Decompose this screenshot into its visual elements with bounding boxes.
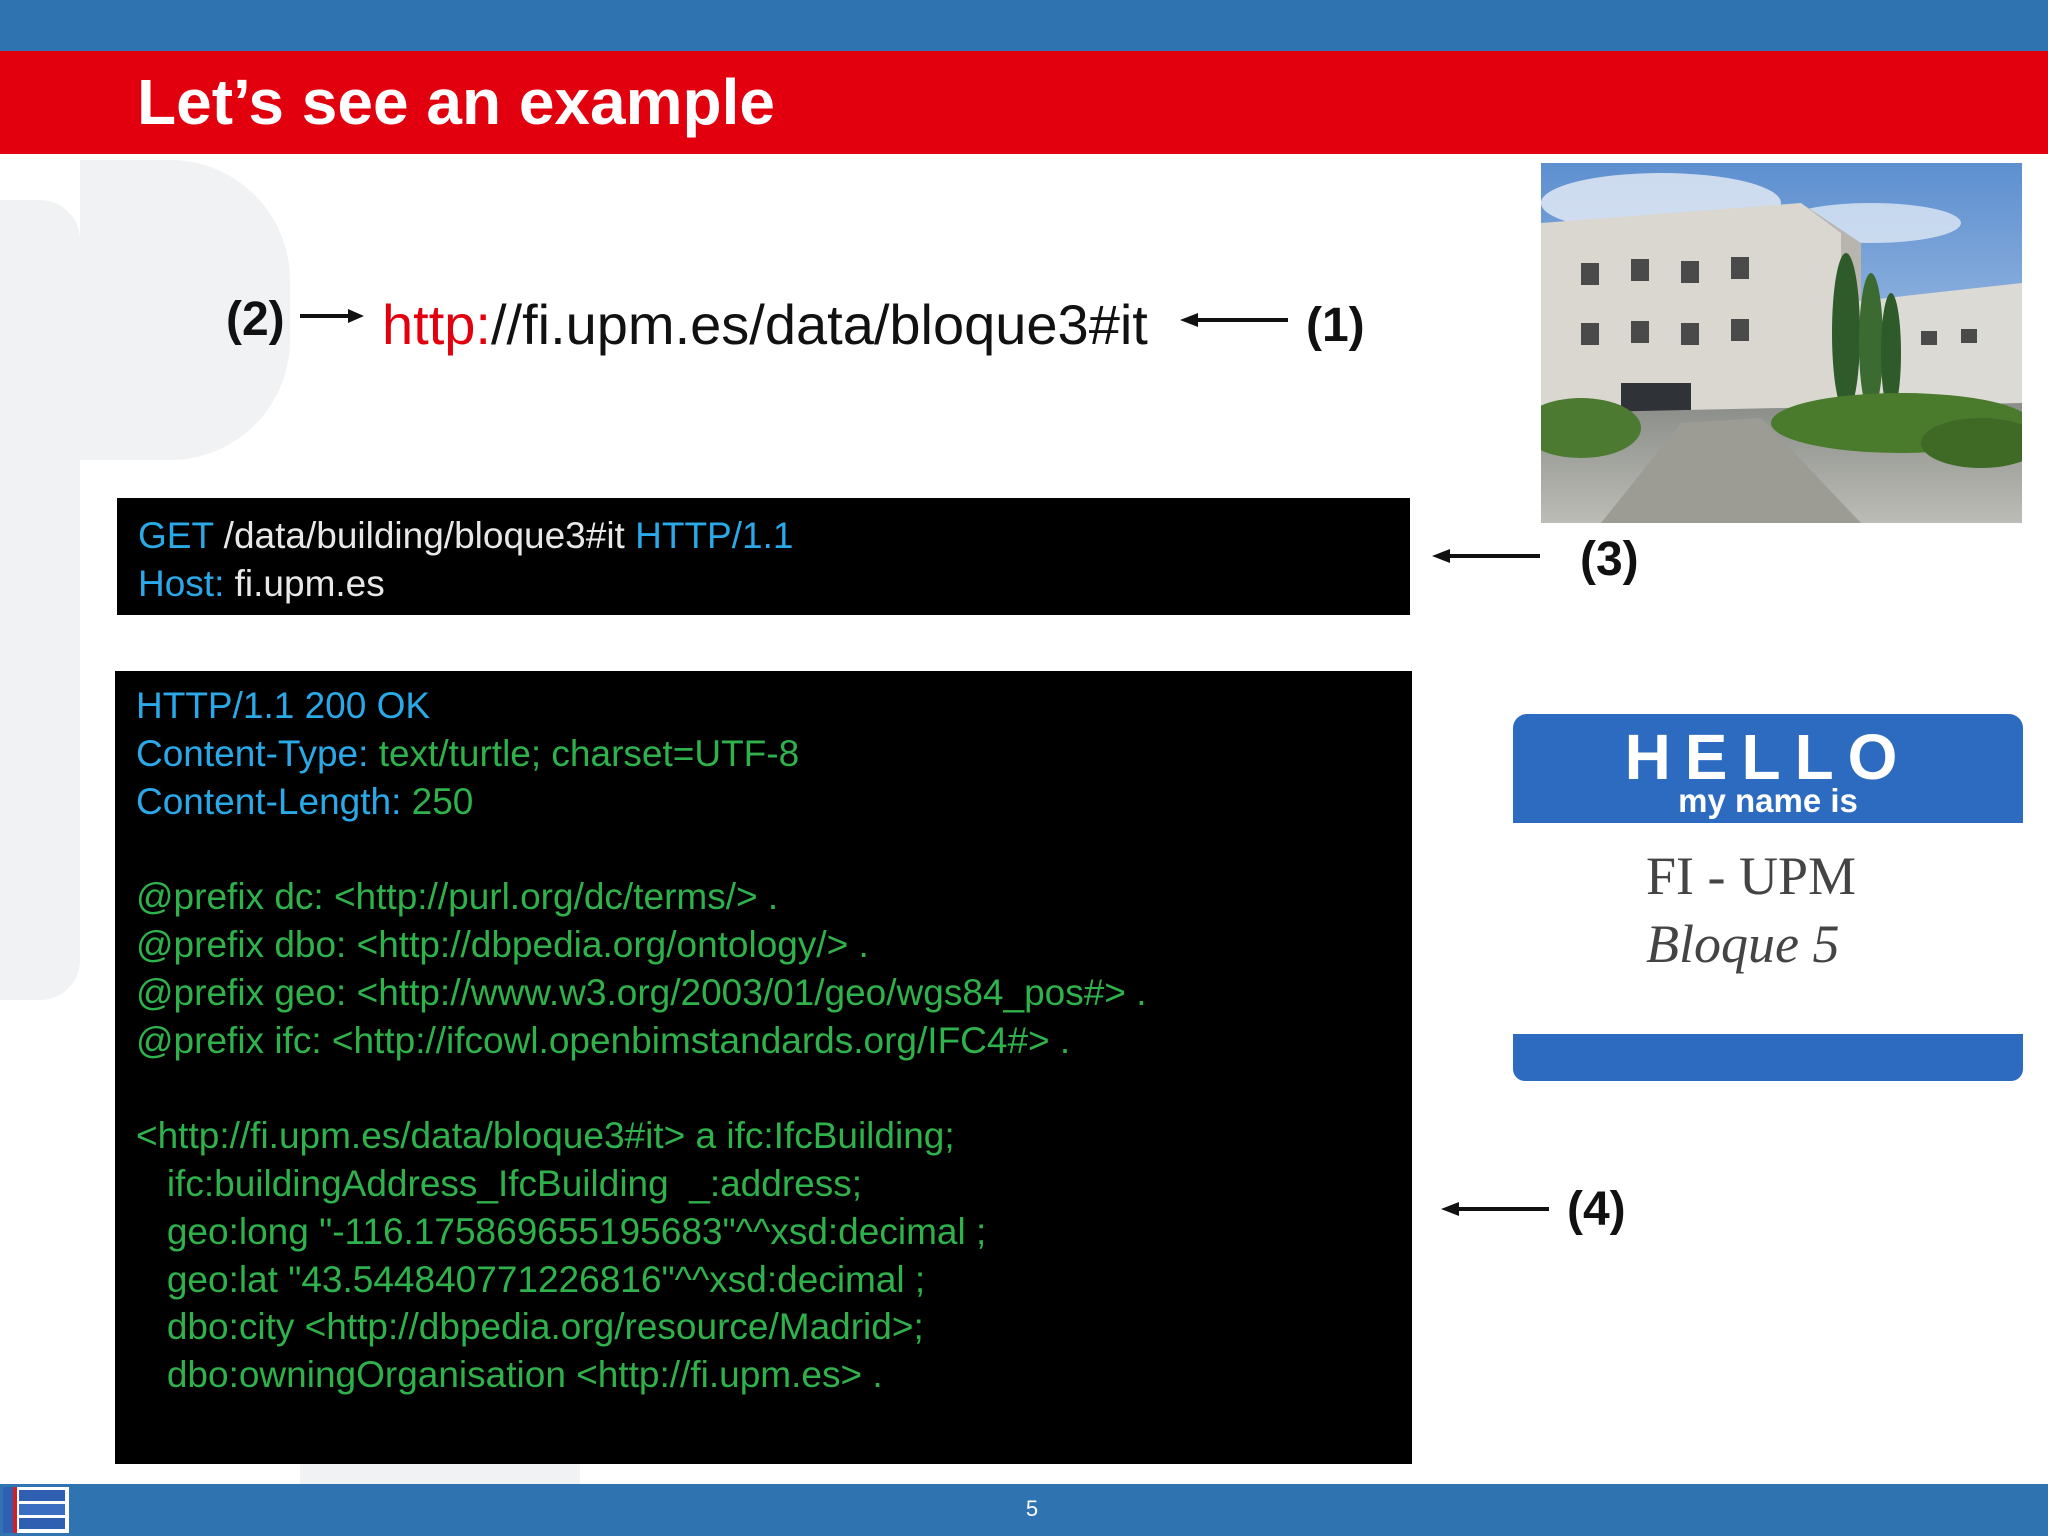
group-logo xyxy=(3,1487,69,1533)
hello-text: HELLO xyxy=(1624,721,1912,793)
code-line: @prefix dbo: <http://dbpedia.org/ontolog… xyxy=(136,921,1391,969)
name-tag-footer xyxy=(1513,1034,2023,1081)
code-token: GET xyxy=(138,515,224,556)
code-token: 250 xyxy=(411,780,474,822)
label-1: (1) xyxy=(1306,299,1365,352)
label-3: (3) xyxy=(1580,533,1639,586)
code-token: Host: xyxy=(138,562,235,604)
code-token: 200 OK xyxy=(304,685,431,726)
code-line: HTTP/1.1 200 OK xyxy=(136,682,1391,730)
code-line xyxy=(136,1064,1391,1112)
code-line: Content-Type: text/turtle; charset=UTF-8 xyxy=(136,730,1391,778)
name-tag: HELLO my name is FI - UPM Bloque 5 xyxy=(1513,714,2023,1081)
code-token: HTTP/1.1 xyxy=(136,685,305,726)
code-token: dbo:city <http://dbpedia.org/resource/Ma… xyxy=(136,1306,924,1348)
code-token: HTTP/1.1 xyxy=(635,515,794,556)
arrow-left-icon xyxy=(1180,313,1288,327)
code-token: ifc:buildingAddress_IfcBuilding _:addres… xyxy=(136,1162,863,1204)
code-line: @prefix geo: <http://www.w3.org/2003/01/… xyxy=(136,969,1391,1017)
code-line: geo:long "-116.175869655195683"^^xsd:dec… xyxy=(136,1208,1391,1256)
code-line: @prefix ifc: <http://ifcowl.openbimstand… xyxy=(136,1017,1391,1065)
code-token: @prefix dc: <http://purl.org/dc/terms/> … xyxy=(136,876,779,918)
code-line: dbo:owningOrganisation <http://fi.upm.es… xyxy=(136,1351,1391,1399)
uri-scheme: http: xyxy=(382,293,491,356)
code-token: @prefix dbo: <http://dbpedia.org/ontolog… xyxy=(136,923,869,965)
arrow-left-icon xyxy=(1432,549,1540,563)
background-shape-arc xyxy=(80,160,290,460)
code-line: <http://fi.upm.es/data/bloque3#it> a ifc… xyxy=(136,1112,1391,1160)
building-photo xyxy=(1541,163,2022,523)
code-token: /data/building/bloque3#it xyxy=(223,515,636,556)
code-token: @prefix geo: <http://www.w3.org/2003/01/… xyxy=(136,971,1147,1013)
code-line: geo:lat "43.544840771226816"^^xsd:decima… xyxy=(136,1256,1391,1304)
label-4: (4) xyxy=(1567,1183,1626,1236)
code-token: <http://fi.upm.es/data/bloque3#it> a ifc… xyxy=(136,1115,955,1157)
name-tag-header xyxy=(1513,714,2023,823)
arrow-right-icon xyxy=(300,309,364,323)
code-line: ifc:buildingAddress_IfcBuilding _:addres… xyxy=(136,1160,1391,1208)
code-line: @prefix dc: <http://purl.org/dc/terms/> … xyxy=(136,873,1391,921)
name-tag-org: FI - UPM xyxy=(1646,846,1857,906)
background-shape-vertical xyxy=(0,200,80,1000)
label-2: (2) xyxy=(226,293,285,346)
code-token: geo:lat "43.544840771226816"^^xsd:decima… xyxy=(136,1258,926,1300)
code-token: geo:long "-116.175869655195683"^^xsd:dec… xyxy=(136,1210,987,1252)
my-name-is-text: my name is xyxy=(1678,782,1858,819)
title-bar xyxy=(0,51,2048,154)
code-line: Host: fi.upm.es xyxy=(138,560,1389,608)
code-token: Content-Length: xyxy=(136,780,412,822)
name-tag-block: Bloque 5 xyxy=(1646,914,1840,974)
arrow-left-icon xyxy=(1441,1202,1549,1216)
code-token: @prefix ifc: <http://ifcowl.openbimstand… xyxy=(136,1019,1071,1061)
footer-bar xyxy=(0,1484,2048,1536)
resource-uri: http://fi.upm.es/data/bloque3#it xyxy=(382,290,1148,360)
uri-path: //fi.upm.es/data/bloque3#it xyxy=(490,293,1148,356)
code-token: text/turtle; charset=UTF-8 xyxy=(378,732,800,774)
code-token: fi.upm.es xyxy=(234,562,385,604)
top-bar xyxy=(0,0,2048,51)
code-token: Content-Type: xyxy=(136,732,379,774)
code-line: Content-Length: 250 xyxy=(136,778,1391,826)
slide-title: Let’s see an example xyxy=(137,66,775,138)
code-line: dbo:city <http://dbpedia.org/resource/Ma… xyxy=(136,1303,1391,1351)
name-tag-body xyxy=(1513,823,2023,1048)
page-number: 5 xyxy=(1025,1496,1039,1521)
code-token: dbo:owningOrganisation <http://fi.upm.es… xyxy=(136,1354,883,1396)
code-line xyxy=(136,825,1391,873)
code-line: GET /data/building/bloque3#it HTTP/1.1 xyxy=(138,512,1389,560)
